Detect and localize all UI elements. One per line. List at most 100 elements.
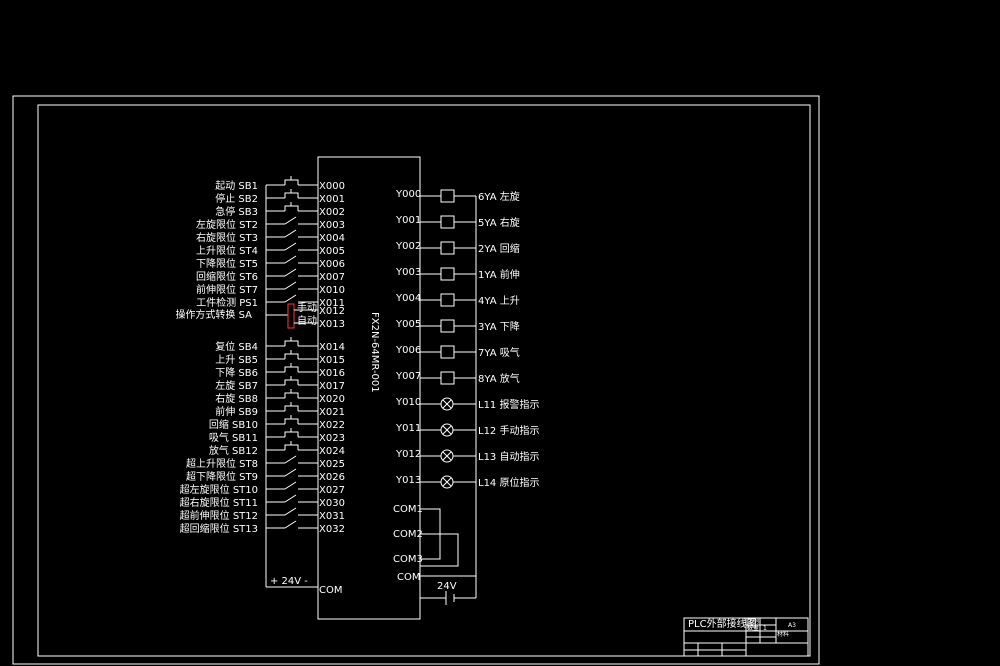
output-terminal: Y002 xyxy=(395,241,421,252)
lamp-cross-b xyxy=(442,451,452,461)
mode-switch-auto: 自动 xyxy=(297,314,317,327)
push-button-contact xyxy=(284,418,299,424)
cell-qty-value: 1 xyxy=(763,625,767,632)
input-terminal: X015 xyxy=(319,355,345,366)
input-terminal: X005 xyxy=(319,246,345,257)
solenoid-coil xyxy=(440,189,455,203)
input-com-label: COM xyxy=(319,585,342,596)
input-supply-label: + 24V - xyxy=(270,576,308,587)
cell-ratio: 比例 xyxy=(747,617,759,625)
limit-switch-contact xyxy=(284,494,297,503)
limit-switch-contact xyxy=(284,255,297,264)
input-label: 左旋限位 ST2 xyxy=(196,218,258,231)
input-terminal: X001 xyxy=(319,194,345,205)
input-label: 超回缩限位 ST13 xyxy=(180,522,258,535)
limit-switch-contact xyxy=(284,507,297,516)
input-terminal: X000 xyxy=(319,181,345,192)
input-terminal: X024 xyxy=(319,446,345,457)
input-label: 超下降限位 ST9 xyxy=(186,470,258,483)
input-terminal: X031 xyxy=(319,511,345,522)
input-label: 超上升限位 ST8 xyxy=(186,457,258,470)
com2-label: COM2 xyxy=(393,529,423,540)
input-terminal: X027 xyxy=(319,485,345,496)
input-label: 吸气 SB11 xyxy=(209,431,258,444)
lamp-cross-b xyxy=(442,425,452,435)
cell-qty: 数量 xyxy=(747,624,759,632)
input-terminal: X007 xyxy=(319,272,345,283)
title-block: PLC外部接线图 A3 比例 数量 1 材料 xyxy=(683,617,809,657)
limit-switch-contact xyxy=(284,268,297,277)
output-supply-label: 24V xyxy=(437,581,457,592)
input-label: 右旋 SB8 xyxy=(215,392,258,405)
output-device: 6YA 左旋 xyxy=(478,190,520,203)
input-label: 回缩 SB10 xyxy=(209,418,258,431)
output-device: L11 报警指示 xyxy=(478,398,539,411)
push-button-contact xyxy=(284,340,299,346)
input-label: 下降 SB6 xyxy=(215,366,258,379)
outer-frame xyxy=(12,95,820,665)
input-label: 上升限位 ST4 xyxy=(196,244,258,257)
output-terminal: Y004 xyxy=(395,293,421,304)
output-terminal: Y000 xyxy=(395,189,421,200)
input-terminal: X017 xyxy=(319,381,345,392)
push-button-contact xyxy=(284,392,299,398)
inner-frame xyxy=(37,104,811,657)
limit-switch-contact xyxy=(284,481,297,490)
input-label: 左旋 SB7 xyxy=(215,379,258,392)
input-label: 工件检测 PS1 xyxy=(196,296,258,309)
input-terminal: X020 xyxy=(319,394,345,405)
input-terminal: X014 xyxy=(319,342,345,353)
com2-wire xyxy=(420,533,459,567)
output-device: 7YA 吸气 xyxy=(478,346,520,359)
com3-label: COM3 xyxy=(393,554,423,565)
input-terminal: X032 xyxy=(319,524,345,535)
output-device: L13 自动指示 xyxy=(478,450,539,463)
input-terminal: X002 xyxy=(319,207,345,218)
output-device: L12 手动指示 xyxy=(478,424,539,437)
input-label: 超右旋限位 ST11 xyxy=(180,496,258,509)
output-device: 4YA 上升 xyxy=(478,295,520,307)
limit-switch-contact xyxy=(284,468,297,477)
input-label: 急停 SB3 xyxy=(215,205,258,218)
push-button-contact xyxy=(284,205,299,211)
mode-terminal-manual: X012 xyxy=(319,306,345,317)
solenoid-coil xyxy=(440,345,455,359)
input-label: 复位 SB4 xyxy=(215,340,258,353)
limit-switch-contact xyxy=(284,294,297,303)
input-terminal: X003 xyxy=(319,220,345,231)
output-terminal: Y007 xyxy=(395,371,421,382)
push-button-contact xyxy=(284,405,299,411)
input-terminal: X021 xyxy=(319,407,345,418)
limit-switch-contact xyxy=(284,455,297,464)
input-terminal: X022 xyxy=(319,420,345,431)
output-terminal: Y012 xyxy=(395,449,421,460)
input-terminal: X006 xyxy=(319,259,345,270)
input-label: 上升 SB5 xyxy=(215,354,258,366)
output-terminal: Y003 xyxy=(395,267,421,278)
input-label: 前伸限位 ST7 xyxy=(196,283,258,296)
solenoid-coil xyxy=(440,241,455,255)
plc-body xyxy=(317,156,421,620)
input-terminal: X026 xyxy=(319,472,345,483)
input-terminal: X004 xyxy=(319,233,345,244)
input-label: 起动 SB1 xyxy=(215,180,258,192)
push-button-contact xyxy=(284,366,299,372)
output-device: L14 原位指示 xyxy=(478,476,539,489)
limit-switch-contact xyxy=(284,520,297,529)
sheet-size: A3 xyxy=(788,622,796,629)
output-terminal: Y011 xyxy=(395,423,421,434)
input-label: 放气 SB12 xyxy=(209,444,258,457)
limit-switch-contact xyxy=(284,281,297,290)
lamp-cross-b xyxy=(442,477,452,487)
output-terminal: Y001 xyxy=(395,215,421,226)
solenoid-coil xyxy=(440,267,455,281)
limit-switch-contact xyxy=(284,229,297,238)
push-button-contact xyxy=(284,192,299,198)
input-terminal: X011 xyxy=(319,298,345,309)
com-out-label: COM xyxy=(397,572,420,583)
plc-model: FX2N-64MR-001 xyxy=(369,312,380,393)
